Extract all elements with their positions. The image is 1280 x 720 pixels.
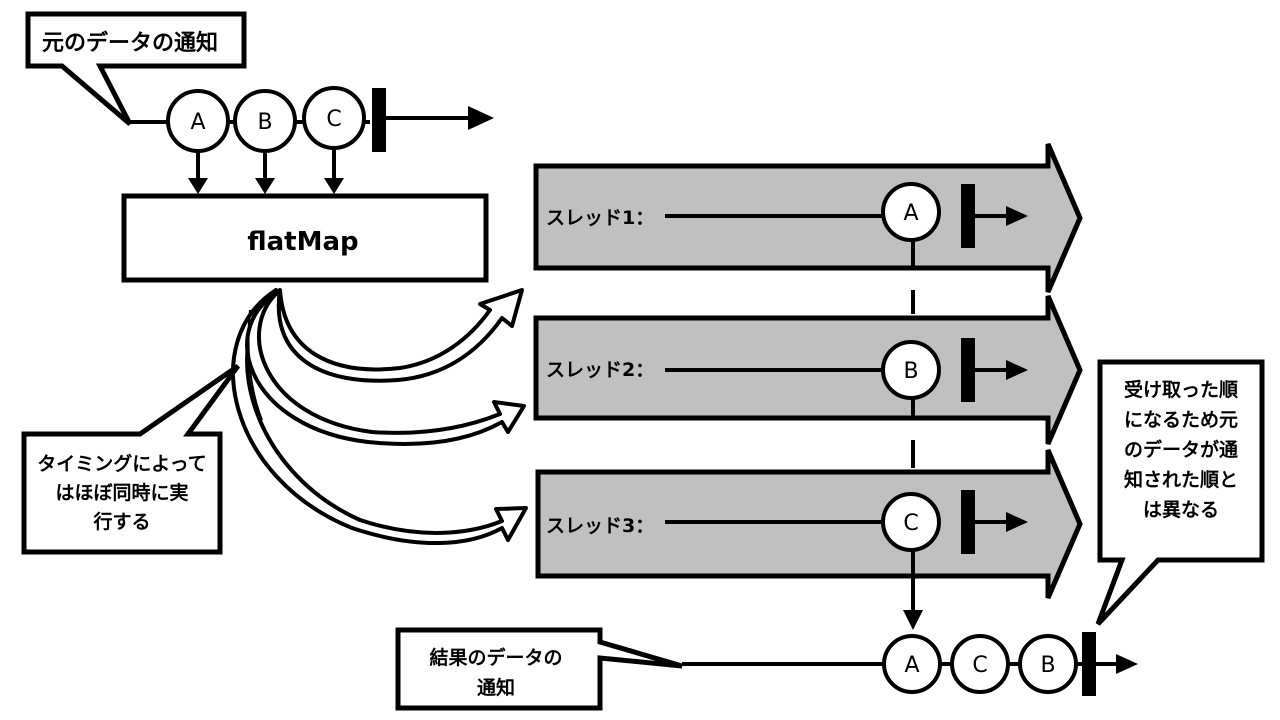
result-item-a-label: A	[904, 653, 919, 678]
thread-2-arrowhead	[1006, 360, 1028, 380]
thread-2-complete-marker	[961, 338, 975, 402]
thread-3-item-label: C	[903, 511, 918, 536]
result-callout: 結果のデータの 通知	[395, 627, 683, 711]
order-callout-line-4: 知された順と	[1124, 468, 1238, 491]
source-down-arrowhead-b	[255, 178, 275, 194]
timing-callout-line-3: 行する	[92, 510, 150, 533]
dispatch-arrow-shading	[247, 309, 263, 421]
timing-callout-line-2: はほぼ同時に実	[55, 481, 188, 504]
source-stream: A B C	[130, 86, 494, 194]
result-arrowhead	[1116, 654, 1138, 674]
thread-1-item-label: A	[903, 201, 918, 226]
thread-1-complete-marker	[961, 184, 975, 248]
source-arrowhead	[468, 106, 494, 130]
source-item-a-label: A	[190, 110, 205, 135]
source-callout: 元のデータの通知	[25, 11, 247, 126]
result-item-b-label: B	[1040, 653, 1055, 678]
thread-3: スレッド3： C	[535, 449, 1083, 599]
order-callout-line-3: のデータが通	[1124, 438, 1239, 461]
result-item-b: B	[1018, 634, 1078, 694]
order-callout-line-5: は異なる	[1143, 499, 1219, 521]
dispatch-arrow-2	[245, 290, 526, 446]
thread-1: スレッド1： A	[533, 143, 1083, 293]
source-item-b-label: B	[257, 110, 272, 135]
dispatch-arrow-1	[276, 288, 524, 383]
thread-3-label: スレッド3：	[546, 515, 654, 537]
source-callout-text: 元のデータの通知	[42, 30, 218, 56]
flatmap-operator: flatMap	[121, 193, 489, 283]
thread-connectors	[903, 240, 923, 630]
dispatch-arrows	[231, 288, 528, 546]
result-item-c: C	[950, 634, 1010, 694]
thread-3-item: C	[881, 492, 941, 552]
flatmap-label: flatMap	[247, 227, 358, 257]
thread-3-arrowhead	[1006, 512, 1028, 532]
thread-1-arrowhead	[1006, 206, 1028, 226]
connector-arrowhead	[903, 610, 923, 630]
source-down-arrowhead-a	[188, 178, 208, 194]
flatmap-box	[121, 193, 489, 283]
thread-3-complete-marker	[961, 490, 975, 554]
source-complete-marker	[372, 88, 386, 152]
source-item-c: C	[302, 86, 366, 150]
source-item-b: B	[233, 89, 297, 153]
dispatch-arrow-3	[231, 288, 528, 546]
thread-2-item-label: B	[903, 359, 918, 384]
source-down-arrowhead-c	[324, 178, 344, 194]
result-item-a: A	[882, 634, 942, 694]
result-complete-marker	[1082, 632, 1096, 696]
result-callout-line-1: 結果のデータの	[429, 646, 562, 669]
thread-1-label: スレッド1：	[546, 207, 654, 229]
order-callout-line-2: になるため元	[1124, 409, 1238, 431]
timing-callout: タイミングによって はほぼ同時に実 行する	[21, 363, 241, 555]
result-stream: A C B	[682, 632, 1138, 696]
order-callout-line-1: 受け取った順	[1124, 378, 1239, 401]
thread-2: スレッド2： B	[533, 295, 1083, 445]
result-item-c-label: C	[972, 653, 987, 678]
result-callout-line-2: 通知	[477, 676, 515, 699]
thread-2-item: B	[881, 340, 941, 400]
order-callout: 受け取った順 になるため元 のデータが通 知された順と は異なる	[1095, 359, 1265, 626]
source-item-a: A	[166, 89, 230, 153]
thread-2-label: スレッド2：	[546, 359, 654, 381]
thread-1-item: A	[881, 182, 941, 242]
source-item-c-label: C	[326, 107, 341, 132]
timing-callout-line-1: タイミングによって	[37, 452, 206, 475]
